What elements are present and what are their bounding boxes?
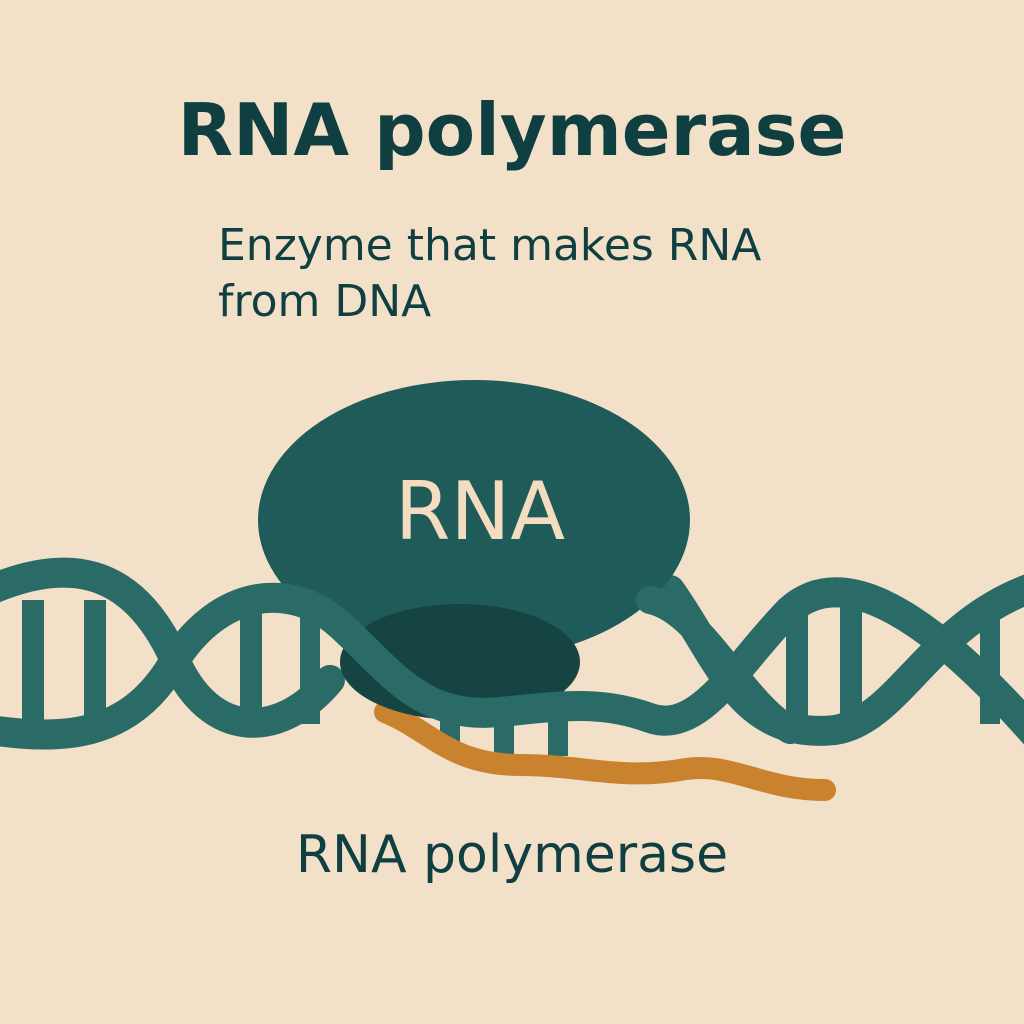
- base-pair-rung: [22, 600, 44, 728]
- base-pair-rung: [786, 600, 808, 728]
- description-line-1: Enzyme that makes RNA: [218, 220, 762, 271]
- diagram-caption: RNA polymerase: [295, 825, 729, 885]
- diagram-title: RNA polymerase: [177, 88, 847, 172]
- dna-strand-front-right: [636, 586, 804, 744]
- diagram-description: Enzyme that makes RNA from DNA: [218, 218, 838, 330]
- description-line-2: from DNA: [218, 276, 432, 327]
- base-pair-rung: [84, 600, 106, 728]
- base-pair-rung: [840, 600, 862, 728]
- dna-base-pairs: [22, 600, 1000, 756]
- enzyme-body: [258, 380, 690, 660]
- dna-strand-front: [0, 577, 1024, 750]
- enzyme-label: RNA: [394, 465, 566, 558]
- base-pair-rung: [240, 600, 262, 728]
- rna-transcript-strand: [374, 701, 836, 801]
